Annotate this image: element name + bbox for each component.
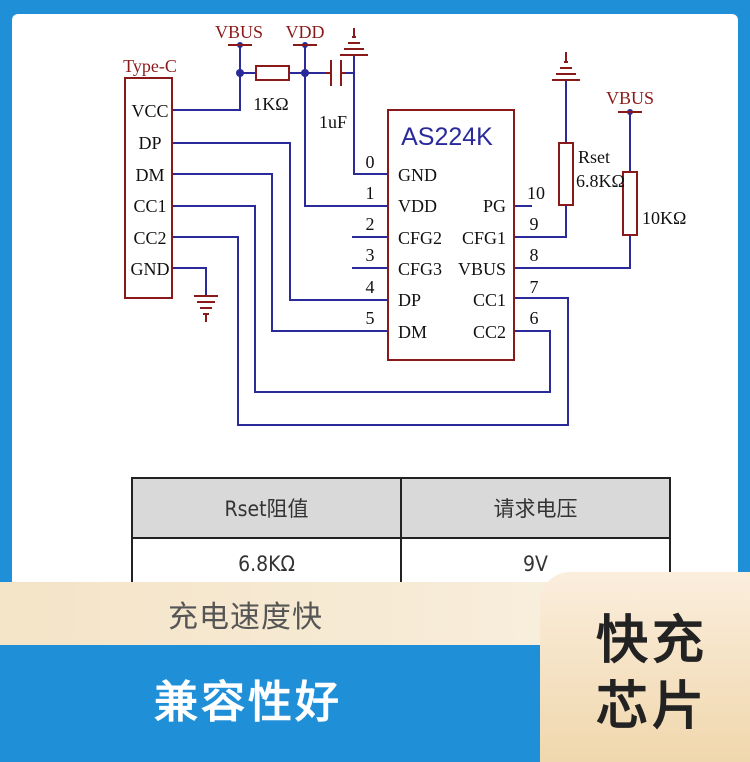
chip-pin-number: 3 — [366, 245, 375, 265]
resistor-1k — [255, 65, 290, 81]
connector-pin-label: GND — [131, 259, 170, 279]
rset-value: 6.8KΩ — [576, 171, 625, 191]
chip-pin-label: VBUS — [458, 259, 506, 279]
wire-gnd-conn — [172, 267, 207, 296]
chip-pin-label: CFG2 — [398, 228, 442, 248]
chip-pin-label: DP — [398, 290, 421, 310]
wire-vcc — [172, 73, 241, 111]
net-label-vbus: VBUS — [215, 22, 263, 42]
connector-title: Type-C — [123, 56, 177, 76]
wire-dp — [172, 142, 388, 301]
wire-cc2 — [172, 236, 569, 426]
ground-rset — [552, 52, 580, 81]
chip-pin-label: PG — [483, 196, 506, 216]
chip-pin-label: CFG3 — [398, 259, 442, 279]
net-label-vdd: VDD — [286, 22, 325, 42]
ground-top — [340, 28, 368, 56]
badge-line: 快充 — [596, 611, 709, 671]
net-label-vbus-right: VBUS — [606, 88, 654, 108]
chip-pin-label: VDD — [398, 196, 437, 216]
table-header-cell: Rset阻值 — [131, 477, 402, 539]
chip-pin-number: 10 — [527, 183, 545, 203]
chip-pin-number: 6 — [530, 308, 539, 328]
capacitor-value: 1uF — [319, 112, 347, 132]
type-c-connector — [124, 77, 173, 299]
wire-cfg1-rset — [514, 205, 567, 238]
chip-pin-number: 1 — [366, 183, 375, 203]
chip-pin-number: 5 — [366, 308, 375, 328]
badge-text: 快充 芯片 — [596, 608, 726, 740]
resistor-10k-value: 10KΩ — [642, 208, 686, 228]
chip-pin-number: 4 — [366, 277, 375, 297]
connector-pin-label: VCC — [131, 101, 168, 121]
chip-pin-label: GND — [398, 165, 437, 185]
chip-pin-label: CC2 — [473, 322, 506, 342]
table-header-row: Rset阻值 请求电压 — [131, 477, 671, 539]
chip-pin-label: CC1 — [473, 290, 506, 310]
junction-dot — [301, 69, 309, 77]
chip-pin-label: DM — [398, 322, 427, 342]
table-header-cell: 请求电压 — [400, 477, 671, 539]
product-badge — [540, 572, 750, 762]
wire-cc1 — [172, 205, 551, 393]
as224k-chip — [387, 109, 515, 361]
resistor-10k — [622, 171, 638, 236]
chip-name: AS224K — [401, 123, 493, 151]
rset-name: Rset — [578, 147, 610, 167]
connector-pin-label: CC2 — [133, 228, 166, 248]
resistor-1k-value: 1KΩ — [253, 94, 288, 114]
ground-connector — [194, 295, 218, 322]
chip-pin-number: 9 — [530, 214, 539, 234]
chip-pin-number: 7 — [530, 277, 539, 297]
chip-pin-number: 8 — [530, 245, 539, 265]
wire-gnd-top — [353, 55, 388, 175]
circuit-schematic: VBUS VDD VBUS Type-C VCC DP DM CC1 CC2 G… — [123, 22, 686, 426]
chip-pin-label: CFG1 — [462, 228, 506, 248]
chip-pin-number: 0 — [366, 152, 375, 172]
connector-pin-label: CC1 — [133, 196, 166, 216]
wire-dm — [172, 173, 388, 332]
wire-vdd-pin1 — [304, 73, 388, 207]
slogan-small: 充电速度快 — [168, 600, 323, 635]
chip-pin-number: 2 — [366, 214, 375, 234]
wire-vbus-10k — [514, 235, 631, 269]
connector-pin-label: DM — [135, 165, 164, 185]
slogan-large: 兼容性好 — [154, 677, 342, 728]
resistor-rset — [558, 142, 574, 206]
capacitor-1uf — [326, 60, 346, 86]
junction-dot — [236, 69, 244, 77]
connector-pin-label: DP — [138, 133, 161, 153]
badge-line: 芯片 — [596, 677, 709, 737]
